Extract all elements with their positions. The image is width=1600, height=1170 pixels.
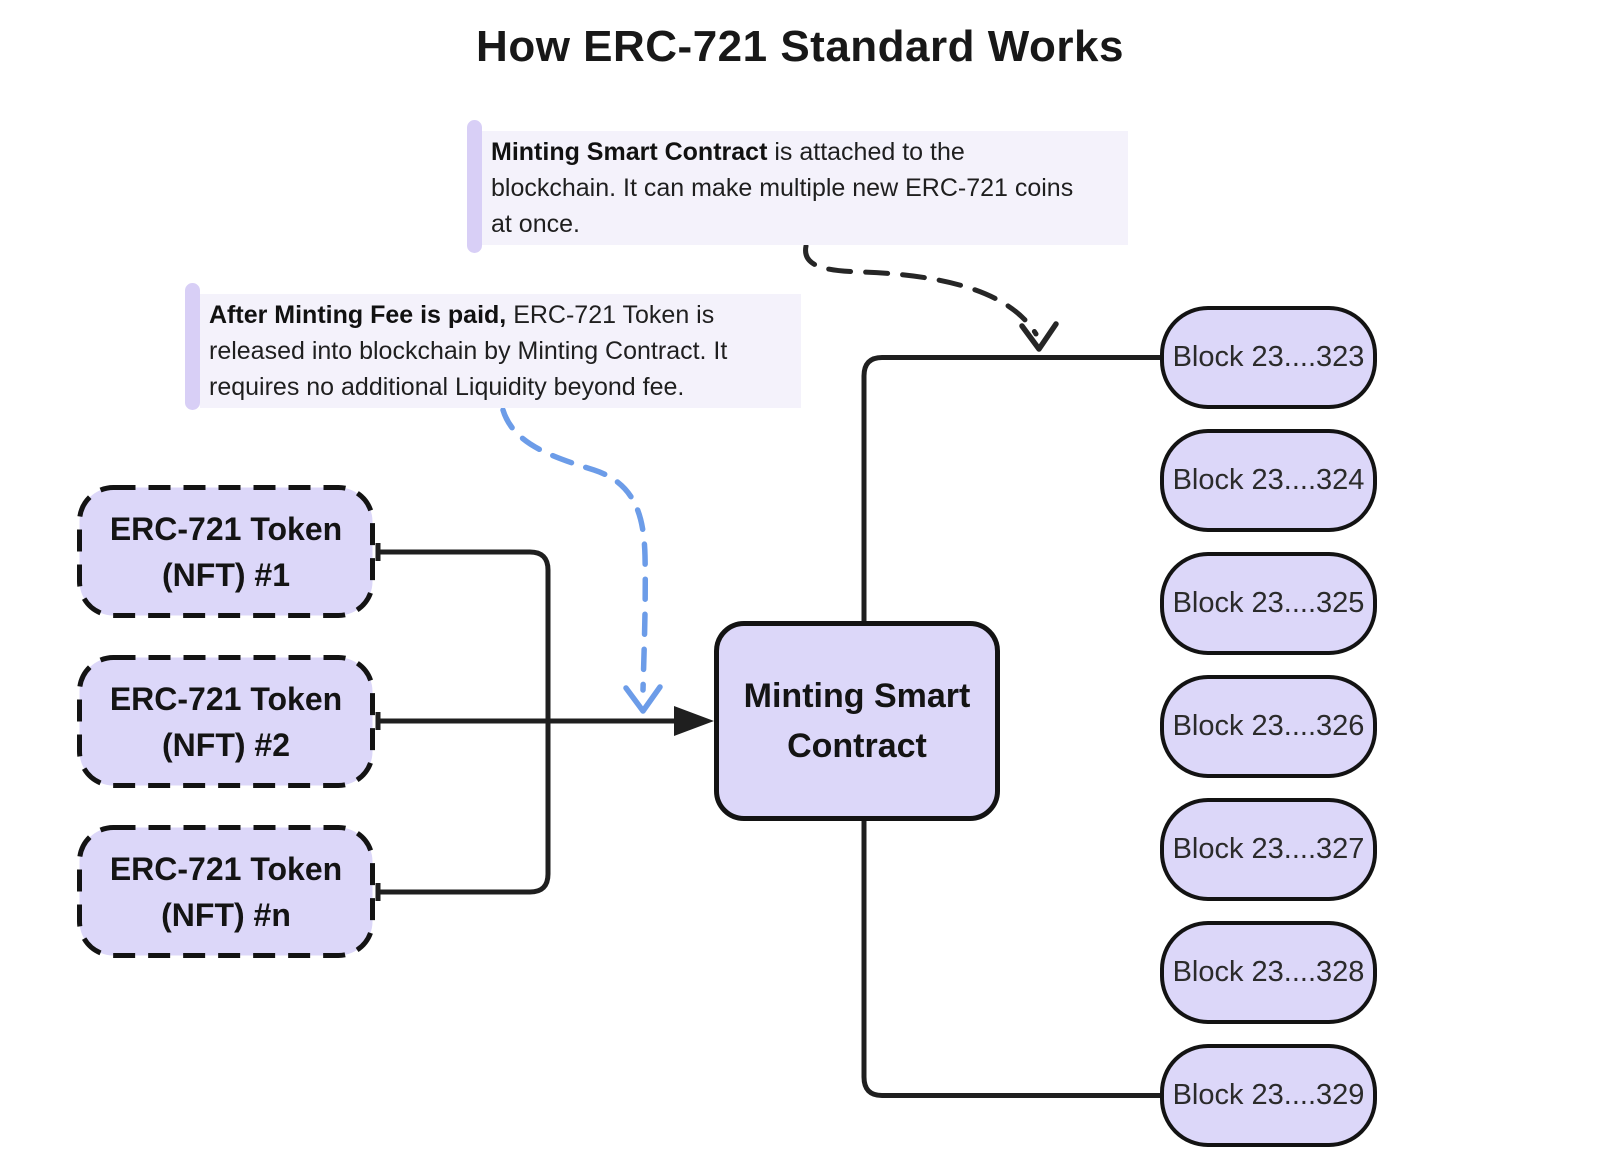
token-nft-2-box: ERC-721 Token (NFT) #2 [77,655,375,788]
token-n-outline [77,825,375,958]
token-2-outline [77,655,375,788]
note-1-dashed-arrow [803,243,1039,337]
token-1-connector [378,549,551,721]
contract-label-line: Minting Smart [743,677,971,715]
note-accent-bar [185,283,200,410]
note-line: Minting Smart Contract is attached to th… [491,134,1118,170]
token-nft-n-box: ERC-721 Token (NFT) #n [77,825,375,958]
note-text: Minting Smart Contract is attached to th… [482,131,1128,245]
contract-to-block-323-connector [861,355,1163,621]
note-line: After Minting Fee is paid, ERC-721 Token… [209,297,791,333]
note-line: blockchain. It can make multiple new ERC… [491,174,1074,202]
token-label-line: ERC-721 Token [109,510,343,547]
note-bold-text: After Minting Fee is paid, [209,301,507,329]
note-line: requires no additional Liquidity beyond … [209,373,685,401]
note-line: released into blockchain by Minting Cont… [209,337,728,365]
block-328-box: Block 23....328 [1160,921,1377,1024]
block-324-box: Block 23....324 [1160,429,1377,532]
minting-smart-contract-box: Minting Smart Contract [714,621,1000,821]
block-323-box: Block 23....323 [1160,306,1377,409]
blockchain-column: Block 23....323 Block 23....324 Block 23… [1160,306,1377,1147]
note-accent-bar [467,120,482,253]
note-2-dashed-arrow [500,407,649,693]
contract-to-block-329-connector [861,819,1163,1098]
block-329-box: Block 23....329 [1160,1044,1377,1147]
note-rest-text: ERC-721 Token is [506,301,715,329]
contract-label-line: Contract [787,727,927,765]
merge-arrowhead [674,706,714,736]
diagram-title: How ERC-721 Standard Works [476,22,1124,71]
block-326-box: Block 23....326 [1160,675,1377,778]
token-1-outline [77,485,375,618]
note-2-arrowhead [623,684,663,714]
block-327-box: Block 23....327 [1160,798,1377,901]
note-rest-text: is attached to the [767,138,965,166]
token-label-line: ERC-721 Token [109,680,343,717]
token-nft-1-box: ERC-721 Token (NFT) #1 [77,485,375,618]
token-label-line: (NFT) #2 [162,726,290,763]
block-325-box: Block 23....325 [1160,552,1377,655]
token-label-line: ERC-721 Token [109,850,343,887]
note-bold-text: Minting Smart Contract [491,138,768,166]
token-n-connector [378,721,551,895]
token-label-line: (NFT) #1 [162,556,290,593]
token-label-line: (NFT) #n [161,896,291,933]
note-1-arrowhead [1019,321,1059,352]
note-text: After Minting Fee is paid, ERC-721 Token… [200,294,801,408]
note-line: at once. [491,210,580,238]
